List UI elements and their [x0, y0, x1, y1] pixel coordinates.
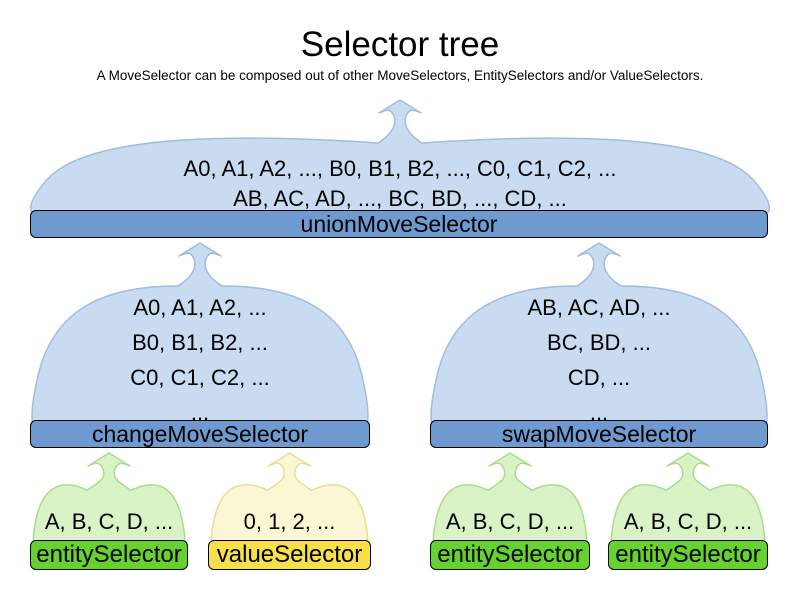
change-move-selector-label: changeMoveSelector [91, 420, 309, 447]
entity-selector-bar-2: entitySelector [430, 540, 590, 570]
selection-list-line: AB, AC, AD, ... [527, 295, 671, 320]
union-move-selector-balloon: A0, A1, A2, ..., B0, B1, B2, ..., C0, C1… [24, 99, 776, 213]
selection-list-line: A0, A1, A2, ... [133, 295, 267, 320]
selection-list-line: BC, BD, ... [547, 330, 651, 355]
entity-selector-balloon-3: A, B, C, D, ... [610, 452, 766, 543]
selection-list-line: ... [589, 400, 609, 425]
union-move-selector-label: unionMoveSelector [300, 210, 498, 237]
entity-selector-label: entitySelector [36, 541, 182, 568]
entity-selector-balloon-2: A, B, C, D, ... [432, 452, 588, 543]
diagram-title: Selector tree [300, 25, 500, 64]
swap-move-selector-balloon: AB, AC, AD, ... BC, BD, ... CD, ... ... [428, 242, 770, 425]
entity-selector-label: entitySelector [437, 541, 583, 568]
entity-selector-label: entitySelector [615, 541, 761, 568]
swap-move-selector-label: swapMoveSelector [501, 420, 697, 447]
selection-list-line: A, B, C, D, ... [623, 509, 753, 534]
entity-selector-bar-1: entitySelector [30, 540, 188, 570]
selection-list-line: A, B, C, D, ... [44, 509, 174, 534]
entity-selector-bar-3: entitySelector [608, 540, 768, 570]
union-move-selector-bar: unionMoveSelector [30, 210, 768, 238]
diagram-subtitle: A MoveSelector can be composed out of ot… [96, 68, 704, 83]
selection-list-line: 0, 1, 2, ... [243, 509, 336, 534]
value-selector-bar: valueSelector [208, 540, 371, 570]
selection-list-line: C0, C1, C2, ... [130, 365, 270, 390]
selection-list-line: A0, A1, A2, ..., B0, B1, B2, ..., C0, C1… [183, 156, 617, 181]
change-move-selector-balloon: A0, A1, A2, ... B0, B1, B2, ... C0, C1, … [29, 242, 371, 425]
value-selector-label: valueSelector [216, 541, 363, 568]
selection-list-line: CD, ... [567, 365, 631, 390]
entity-selector-balloon-1: A, B, C, D, ... [32, 452, 186, 543]
selection-list-line: ... [190, 400, 210, 425]
value-selector-balloon: 0, 1, 2, ... [210, 452, 369, 543]
change-move-selector-bar: changeMoveSelector [30, 420, 370, 448]
swap-move-selector-bar: swapMoveSelector [430, 420, 768, 448]
selection-list-line: A, B, C, D, ... [445, 509, 575, 534]
selection-list-line: AB, AC, AD, ..., BC, BD, ..., CD, ... [233, 186, 567, 211]
selection-list-line: B0, B1, B2, ... [132, 330, 268, 355]
